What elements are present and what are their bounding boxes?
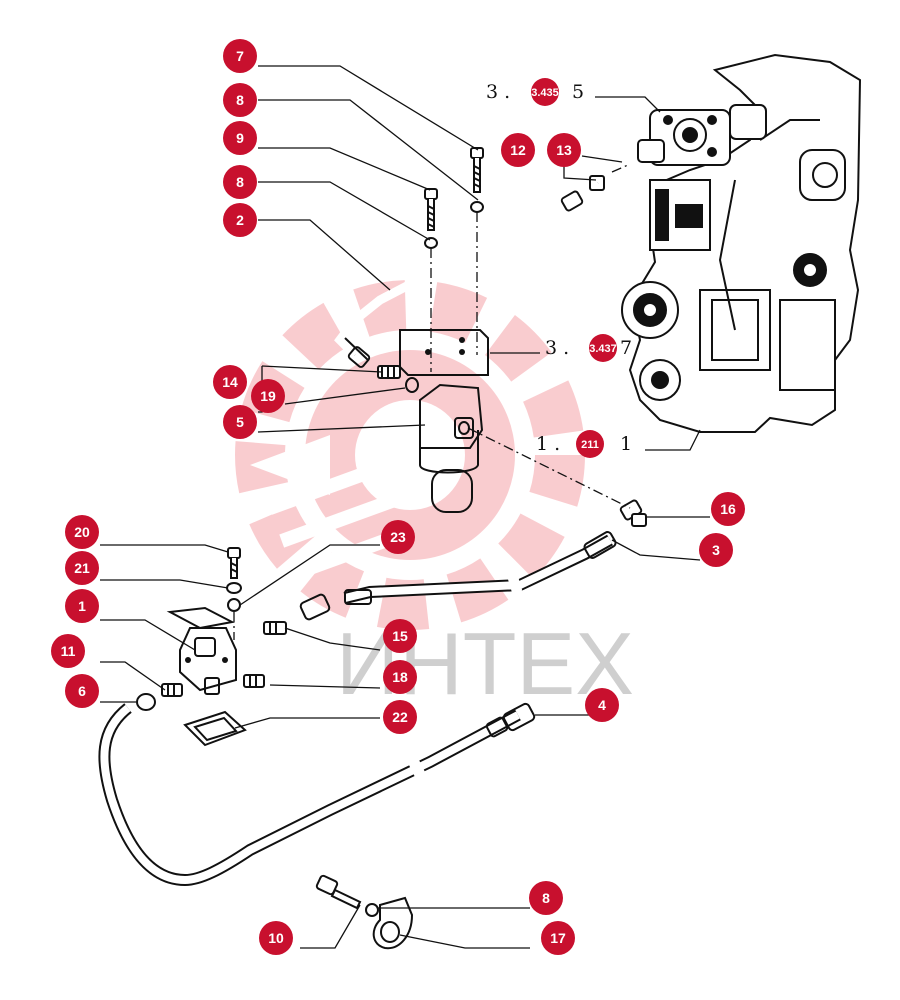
svg-text:13: 13 xyxy=(556,142,572,158)
svg-text:7: 7 xyxy=(620,337,632,359)
callout-9[interactable]: 9 xyxy=(223,121,257,155)
callout-11[interactable]: 11 xyxy=(51,634,85,668)
callout-22[interactable]: 22 xyxy=(383,700,417,734)
svg-text:17: 17 xyxy=(550,930,566,946)
washer-8-bottom xyxy=(365,903,379,917)
svg-text:4: 4 xyxy=(598,697,606,713)
svg-text:19: 19 xyxy=(260,388,276,404)
bolt-10 xyxy=(315,874,362,910)
svg-text:7: 7 xyxy=(236,48,244,64)
callout-6[interactable]: 6 xyxy=(65,674,99,708)
filter-5 xyxy=(419,383,484,513)
callout-14[interactable]: 14 xyxy=(213,365,247,399)
washer-8-lower xyxy=(424,237,438,249)
svg-text:20: 20 xyxy=(74,524,90,540)
svg-text:22: 22 xyxy=(392,709,408,725)
bolt-7 xyxy=(470,147,484,193)
svg-text:15: 15 xyxy=(392,628,408,644)
callout-7[interactable]: 7 xyxy=(223,39,257,73)
svg-text:3.437: 3.437 xyxy=(589,343,617,355)
callout-17[interactable]: 17 xyxy=(541,921,575,955)
svg-text:14: 14 xyxy=(222,374,238,390)
svg-text:1: 1 xyxy=(620,433,632,455)
assembly-lines xyxy=(233,164,631,640)
hose-3 xyxy=(299,531,617,621)
svg-text:8: 8 xyxy=(542,890,550,906)
washer-21 xyxy=(226,582,242,594)
transmission-housing xyxy=(621,53,862,433)
svg-text:3 .: 3 . xyxy=(545,337,569,359)
callout-23[interactable]: 23 xyxy=(381,520,415,554)
svg-text:211: 211 xyxy=(581,439,599,451)
callout-5[interactable]: 5 xyxy=(223,405,257,439)
svg-text:11: 11 xyxy=(61,643,76,659)
callout-8[interactable]: 8 xyxy=(529,881,563,915)
svg-text:8: 8 xyxy=(236,92,244,108)
gasket-22 xyxy=(183,710,247,747)
watermark-logo xyxy=(235,280,585,630)
reference-211: 1 . 211 1 xyxy=(536,430,632,458)
callout-4[interactable]: 4 xyxy=(585,688,619,722)
callout-19[interactable]: 19 xyxy=(251,379,285,413)
callout-16[interactable]: 16 xyxy=(711,492,745,526)
callout-12[interactable]: 12 xyxy=(501,133,535,167)
clip-17 xyxy=(372,896,414,950)
o-ring-19 xyxy=(405,377,419,393)
svg-text:9: 9 xyxy=(236,130,244,146)
fitting-18 xyxy=(243,674,265,688)
fitting-11 xyxy=(161,683,183,697)
svg-text:1: 1 xyxy=(78,598,86,614)
callout-8[interactable]: 8 xyxy=(223,83,257,117)
hose-4 xyxy=(98,702,536,887)
bolt-9 xyxy=(424,188,438,231)
washer-6 xyxy=(136,693,156,711)
callout-8[interactable]: 8 xyxy=(223,165,257,199)
svg-text:10: 10 xyxy=(268,930,284,946)
reference-3437: 3 . 3.437 7 xyxy=(545,334,632,362)
callout-18[interactable]: 18 xyxy=(383,660,417,694)
svg-text:3.435: 3.435 xyxy=(531,87,559,99)
svg-text:23: 23 xyxy=(390,529,406,545)
callout-1[interactable]: 1 xyxy=(65,589,99,623)
svg-text:18: 18 xyxy=(392,669,408,685)
hose-2 xyxy=(334,175,605,368)
bolt-20 xyxy=(227,547,241,579)
svg-text:5: 5 xyxy=(572,81,584,103)
reference-3435: 3 . 3.435 5 xyxy=(486,78,584,106)
callout-10[interactable]: 10 xyxy=(259,921,293,955)
svg-text:6: 6 xyxy=(78,683,86,699)
washer-8-upper xyxy=(470,201,484,213)
valve-1 xyxy=(166,606,237,695)
callout-15[interactable]: 15 xyxy=(383,619,417,653)
svg-text:12: 12 xyxy=(510,142,526,158)
callout-3[interactable]: 3 xyxy=(699,533,733,567)
nut-23 xyxy=(227,598,241,612)
svg-text:3: 3 xyxy=(712,542,720,558)
svg-text:16: 16 xyxy=(720,501,736,517)
callout-13[interactable]: 13 xyxy=(547,133,581,167)
svg-text:8: 8 xyxy=(236,174,244,190)
fitting-15 xyxy=(263,621,287,635)
callout-2[interactable]: 2 xyxy=(223,203,257,237)
svg-text:2: 2 xyxy=(236,212,244,228)
svg-text:5: 5 xyxy=(236,414,244,430)
callout-20[interactable]: 20 xyxy=(65,515,99,549)
svg-text:21: 21 xyxy=(74,560,90,576)
svg-text:1 .: 1 . xyxy=(536,433,560,455)
elbow-16 xyxy=(619,499,647,527)
leader-lines xyxy=(100,65,710,949)
svg-text:3 .: 3 . xyxy=(486,81,510,103)
callout-21[interactable]: 21 xyxy=(65,551,99,585)
